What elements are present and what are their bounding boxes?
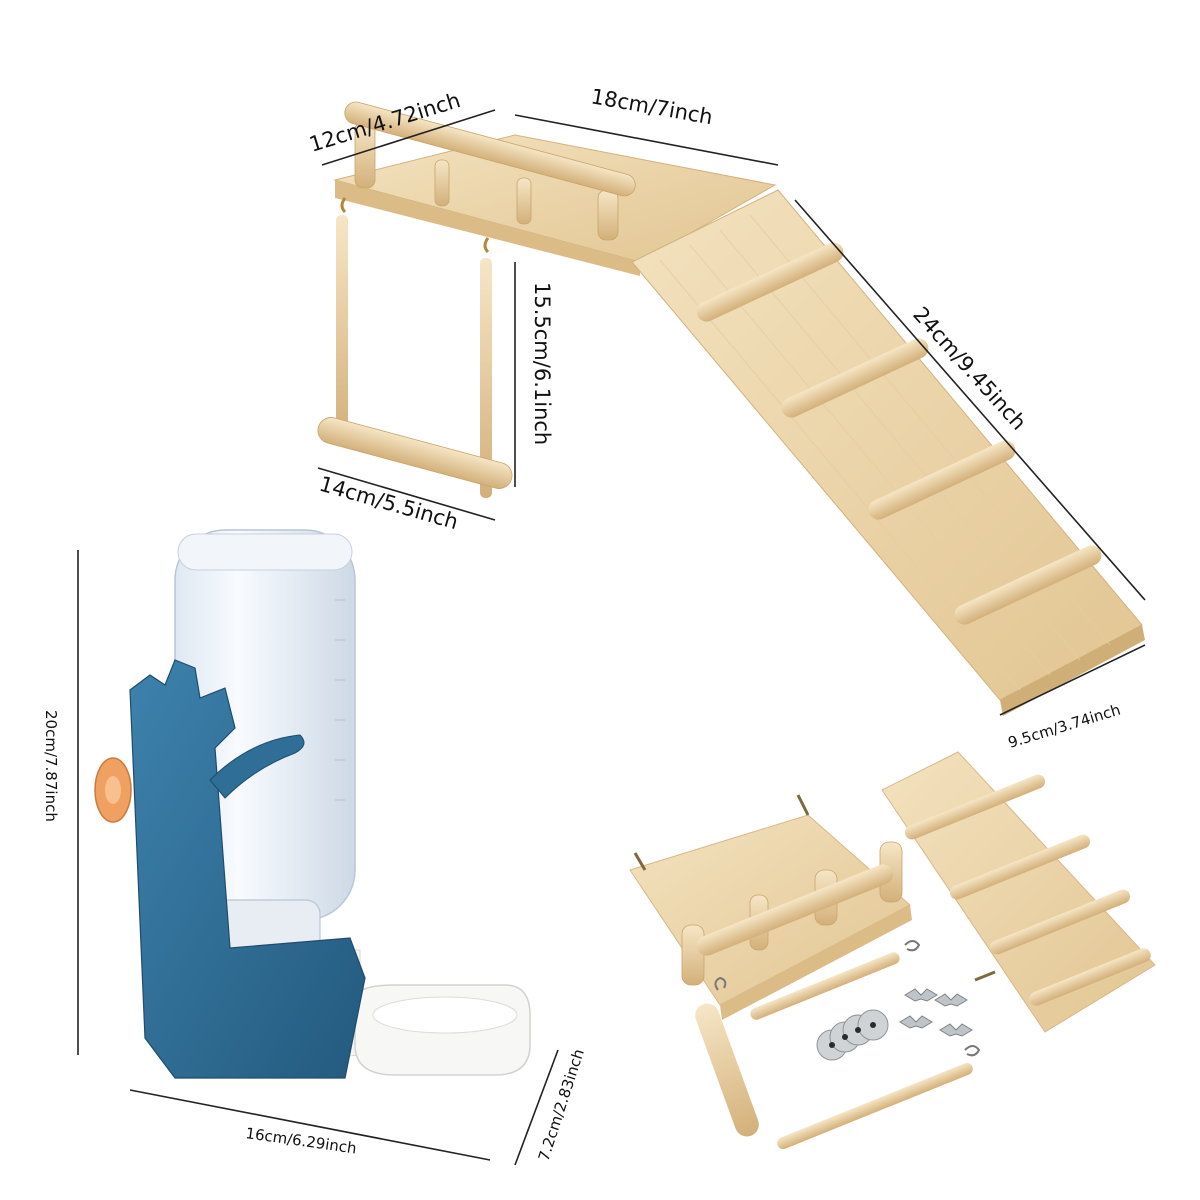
water-bottle-feeder bbox=[94, 529, 531, 1079]
dim-bottle-depth: 7.2cm/2.83inch bbox=[535, 1047, 588, 1163]
assembled-ramp-platform bbox=[317, 101, 1145, 716]
dim-bottle-height: 20cm/7.87inch bbox=[42, 710, 60, 822]
hardware-wing-nuts bbox=[899, 988, 973, 1037]
ramp-rungs bbox=[696, 242, 1102, 625]
hardware-washers bbox=[816, 1009, 889, 1061]
dimension-lines-top bbox=[317, 109, 1146, 716]
dim-bottle-length: 16cm/6.29inch bbox=[244, 1124, 357, 1157]
dim-ladder-width: 9.5cm/3.74inch bbox=[1006, 701, 1123, 752]
dim-platform-width: 18cm/7inch bbox=[589, 84, 714, 129]
disassembled-parts bbox=[629, 751, 1156, 1150]
dimension-lines-feeder bbox=[77, 550, 559, 1166]
dim-swing-height: 15.5cm/6.1inch bbox=[530, 282, 554, 445]
swing bbox=[317, 197, 513, 498]
